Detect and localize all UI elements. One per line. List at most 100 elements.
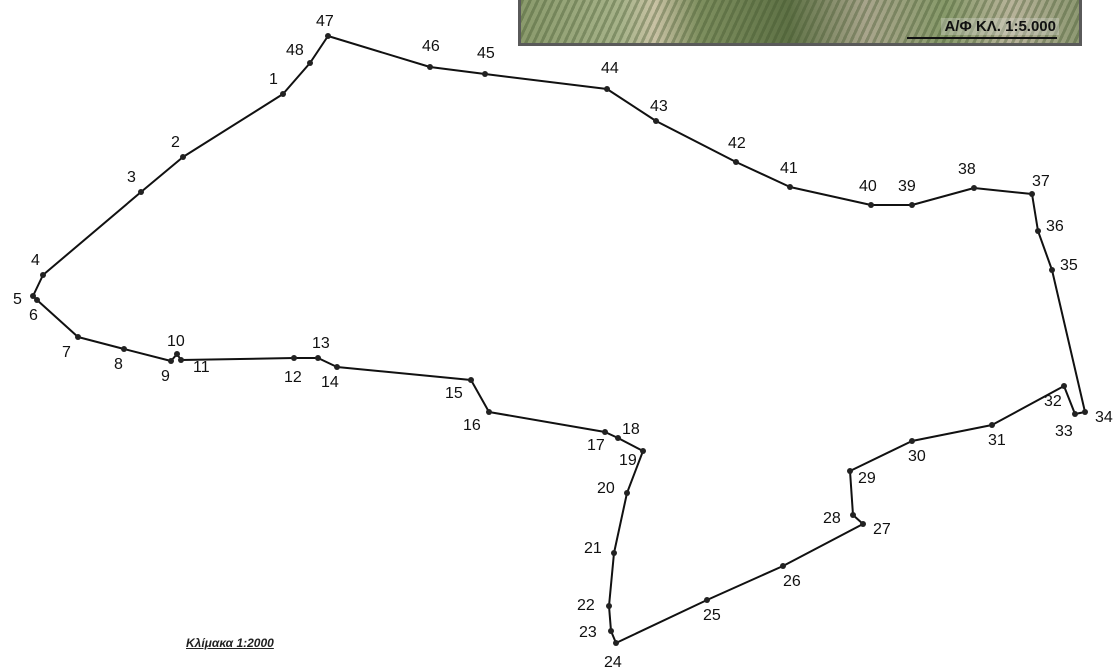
vertex-label-7: 7 <box>62 344 71 361</box>
boundary-vertex-9 <box>168 358 174 364</box>
vertex-label-9: 9 <box>161 368 170 385</box>
boundary-vertex-31 <box>989 422 995 428</box>
boundary-vertex-18 <box>615 435 621 441</box>
aerial-photo-inset: Α/Φ ΚΛ. 1:5.000 <box>518 0 1082 46</box>
boundary-vertex-2 <box>180 154 186 160</box>
vertex-layer <box>30 33 1088 646</box>
boundary-vertex-40 <box>868 202 874 208</box>
boundary-vertex-46 <box>427 64 433 70</box>
label-layer: 1234567891011121314151617181920212223242… <box>13 13 1113 668</box>
vertex-label-34: 34 <box>1095 409 1113 426</box>
vertex-label-35: 35 <box>1060 257 1078 274</box>
boundary-vertex-1 <box>280 91 286 97</box>
boundary-vertex-11 <box>178 357 184 363</box>
boundary-vertex-43 <box>653 118 659 124</box>
vertex-label-25: 25 <box>703 607 721 624</box>
boundary-vertex-39 <box>909 202 915 208</box>
boundary-vertex-5 <box>30 293 36 299</box>
vertex-label-38: 38 <box>958 161 976 178</box>
vertex-label-19: 19 <box>619 452 637 469</box>
vertex-label-39: 39 <box>898 178 916 195</box>
boundary-vertex-10 <box>174 351 180 357</box>
vertex-label-21: 21 <box>584 540 602 557</box>
vertex-label-31: 31 <box>988 432 1006 449</box>
boundary-vertex-24 <box>613 640 619 646</box>
vertex-label-42: 42 <box>728 135 746 152</box>
boundary-vertex-6 <box>34 297 40 303</box>
boundary-vertex-38 <box>971 185 977 191</box>
boundary-vertex-25 <box>704 597 710 603</box>
boundary-vertex-21 <box>611 550 617 556</box>
vertex-label-48: 48 <box>286 42 304 59</box>
vertex-label-26: 26 <box>783 573 801 590</box>
boundary-vertex-32 <box>1061 383 1067 389</box>
vertex-label-24: 24 <box>604 654 622 668</box>
vertex-label-46: 46 <box>422 38 440 55</box>
boundary-vertex-44 <box>604 86 610 92</box>
scale-label: Κλίμακα 1:2000 <box>186 636 274 650</box>
vertex-label-32: 32 <box>1044 393 1062 410</box>
vertex-label-8: 8 <box>114 356 123 373</box>
boundary-vertex-36 <box>1035 228 1041 234</box>
boundary-vertex-20 <box>624 490 630 496</box>
boundary-vertex-15 <box>468 377 474 383</box>
boundary-vertex-13 <box>315 355 321 361</box>
boundary-vertex-4 <box>40 272 46 278</box>
boundary-vertex-41 <box>787 184 793 190</box>
boundary-layer <box>32 35 1086 644</box>
vertex-label-2: 2 <box>171 134 180 151</box>
boundary-vertex-19 <box>640 448 646 454</box>
boundary-vertex-29 <box>847 468 853 474</box>
boundary-vertex-16 <box>486 409 492 415</box>
vertex-label-16: 16 <box>463 417 481 434</box>
boundary-vertex-27 <box>860 521 866 527</box>
boundary-vertex-3 <box>138 189 144 195</box>
vertex-label-10: 10 <box>167 333 185 350</box>
boundary-vertex-47 <box>325 33 331 39</box>
boundary-vertex-17 <box>602 429 608 435</box>
inset-caption-underline <box>907 37 1057 39</box>
vertex-label-12: 12 <box>284 369 302 386</box>
vertex-label-6: 6 <box>29 307 38 324</box>
vertex-label-4: 4 <box>31 252 40 269</box>
vertex-label-15: 15 <box>445 385 463 402</box>
vertex-label-22: 22 <box>577 597 595 614</box>
vertex-label-30: 30 <box>908 448 926 465</box>
vertex-label-13: 13 <box>312 335 330 352</box>
inset-scale-caption: Α/Φ ΚΛ. 1:5.000 <box>941 18 1059 35</box>
vertex-label-18: 18 <box>622 421 640 438</box>
vertex-label-1: 1 <box>269 71 278 88</box>
boundary-vertex-37 <box>1029 191 1035 197</box>
boundary-vertex-12 <box>291 355 297 361</box>
vertex-label-17: 17 <box>587 437 605 454</box>
vertex-label-47: 47 <box>316 13 334 30</box>
boundary-vertex-45 <box>482 71 488 77</box>
boundary-vertex-23 <box>608 628 614 634</box>
vertex-label-36: 36 <box>1046 218 1064 235</box>
vertex-label-41: 41 <box>780 160 798 177</box>
boundary-vertex-35 <box>1049 267 1055 273</box>
boundary-vertex-28 <box>850 512 856 518</box>
boundary-vertex-30 <box>909 438 915 444</box>
parcel-boundary-line <box>32 35 1086 644</box>
vertex-label-5: 5 <box>13 291 22 308</box>
vertex-label-20: 20 <box>597 480 615 497</box>
vertex-label-27: 27 <box>873 521 891 538</box>
vertex-label-40: 40 <box>859 178 877 195</box>
vertex-label-23: 23 <box>579 624 597 641</box>
boundary-vertex-34 <box>1082 409 1088 415</box>
vertex-label-11: 11 <box>193 359 210 376</box>
boundary-vertex-42 <box>733 159 739 165</box>
vertex-label-29: 29 <box>858 470 876 487</box>
vertex-label-45: 45 <box>477 45 495 62</box>
boundary-vertex-14 <box>334 364 340 370</box>
vertex-label-33: 33 <box>1055 423 1073 440</box>
vertex-label-43: 43 <box>650 98 668 115</box>
vertex-label-28: 28 <box>823 510 841 527</box>
boundary-vertex-22 <box>606 603 612 609</box>
vertex-label-37: 37 <box>1032 173 1050 190</box>
vertex-label-3: 3 <box>127 169 136 186</box>
vertex-label-14: 14 <box>321 374 339 391</box>
boundary-vertex-33 <box>1072 411 1078 417</box>
